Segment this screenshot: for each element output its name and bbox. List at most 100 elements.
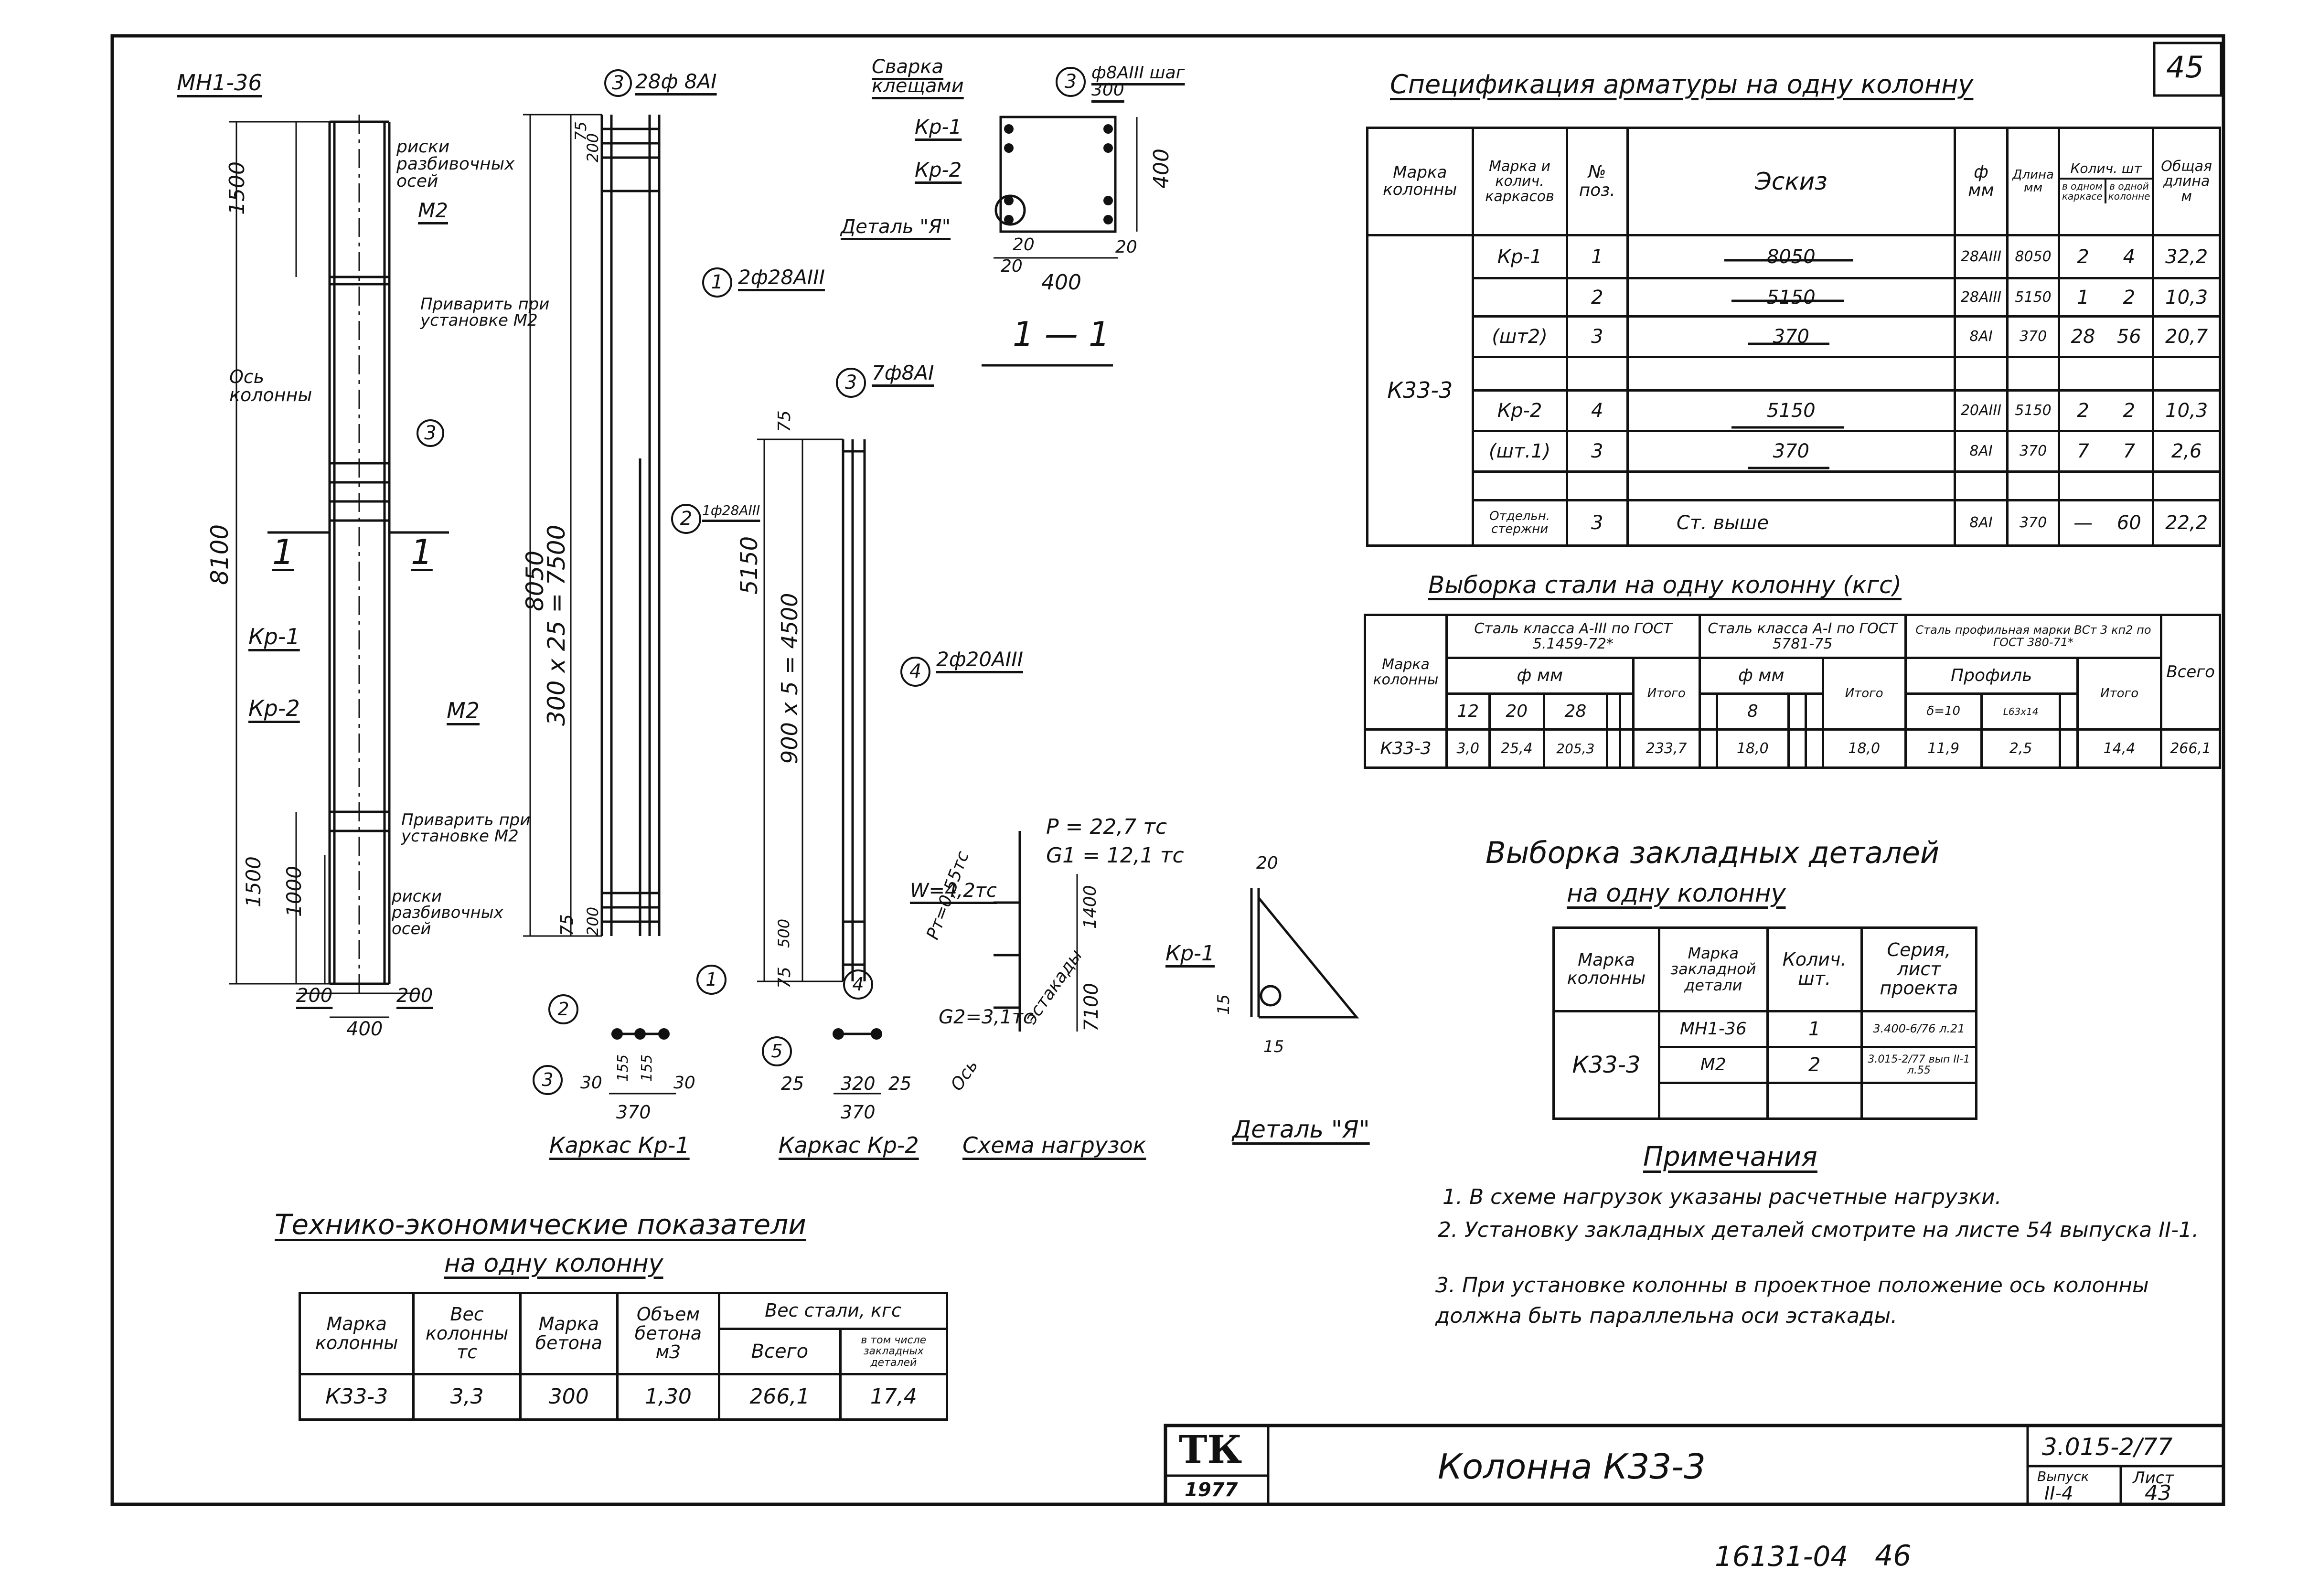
spec-r2-len: 370: [2006, 315, 2060, 358]
dim-400-column: 400: [346, 1018, 383, 1040]
spec-h-col-mark: Марка колонны: [1366, 127, 1474, 236]
spec-h-total: Общая длина м: [2152, 127, 2221, 236]
load-dim-1400: 1400: [1080, 885, 1100, 929]
weld-label: Сварка клещами: [872, 56, 964, 97]
kr1-dim-155-b: 155: [639, 1054, 655, 1082]
load-p: P = 22,7 тс: [1046, 815, 1167, 839]
steel-h-total-1: Итого: [1632, 657, 1701, 731]
emb-r1-series: 3.015-2/77 вып II-1 л.55: [1860, 1046, 1978, 1084]
emb-h-qty: Колич. шт.: [1766, 926, 1863, 1012]
detail-dim-15-a: 15: [1214, 994, 1233, 1015]
spec-r3-len: [2006, 356, 2060, 392]
callout-1-kr1: 1: [702, 267, 732, 298]
dim-75-bottom-kr2: 75: [775, 967, 794, 989]
spec-r6-sketch: [1626, 470, 1956, 501]
spec-col-mark: К33-3: [1366, 234, 1474, 547]
kr2-callout-4: 4: [843, 969, 873, 1000]
emb-r1-qty: 2: [1766, 1046, 1863, 1084]
note-3: 3. При установке колонны в проектное пол…: [1435, 1273, 2149, 1328]
callout-4-kr2-text: 2ф20АIII: [936, 648, 1023, 671]
dim-kr1-spacing: 300 x 25 = 7500: [543, 524, 570, 726]
title-series: 3.015-2/77: [2042, 1433, 2173, 1461]
section-kr2-label: Кр-2: [915, 158, 962, 181]
tech-weight: 3,3: [412, 1373, 522, 1421]
spec-r1-in-frame: 1: [2077, 286, 2089, 309]
dim-400-section-bottom: 400: [1041, 270, 1081, 295]
spec-r5-pos: 3: [1565, 430, 1629, 473]
steel-h-dmm-1: ф мм: [1445, 657, 1635, 695]
callout-2-kr1: 2: [671, 504, 701, 534]
title-sheet: 43: [2145, 1481, 2171, 1505]
spec-r3-diam: [1953, 356, 2009, 392]
steel-table: Марка колонны Сталь класса А-III по ГОСТ…: [1364, 614, 2221, 769]
spec-r6-count: [2057, 470, 2155, 501]
spec-r4-len: 5150: [2006, 389, 2060, 432]
spec-r6-pos: [1565, 470, 1629, 501]
rebar-marks-label-2: риски разбивочных осей: [392, 887, 503, 938]
spec-r4-diam: 20АIII: [1953, 389, 2009, 432]
callout-3-kr1-text: 28ф 8АI: [635, 70, 717, 93]
spec-r7-sketch: Ст. выше: [1626, 499, 1956, 547]
title-h-sheet: Лист: [2133, 1468, 2174, 1488]
embedded-title-2: на одну колонну: [1567, 879, 1786, 908]
steel-p2: L63x14: [1980, 692, 2062, 731]
page-number: 45: [2166, 50, 2204, 85]
section-mark-left: 1: [272, 532, 294, 572]
spec-r5-in-col: 7: [2123, 440, 2136, 462]
spec-r4-total: 10,3: [2152, 389, 2221, 432]
title-logo: ТК: [1179, 1427, 1242, 1472]
section-mark-right: 1: [411, 532, 433, 572]
mark-embedded-top: МН1-36: [177, 70, 262, 96]
kr2-label: Кр-2: [248, 695, 300, 721]
callout-3-section: 3: [1056, 67, 1086, 97]
steel-d12: 12: [1445, 692, 1491, 731]
spec-r5-sketch: 370: [1626, 430, 1956, 473]
spec-h-count: Колич. шт: [2060, 160, 2152, 180]
spec-r0-in-col: 4: [2123, 245, 2136, 268]
tech-mark: К33-3: [298, 1373, 415, 1421]
spec-r5-total: 2,6: [2152, 430, 2221, 473]
spec-r2-frame: (шт2): [1471, 315, 1568, 358]
steel-vp2: 2,5: [1980, 728, 2062, 769]
spec-r1-sketch: 5150: [1626, 277, 1956, 318]
emb-r0-qty: 1: [1766, 1010, 1863, 1048]
steel-v12: 3,0: [1445, 728, 1491, 769]
spec-h-pos: № поз.: [1565, 127, 1629, 236]
spec-r7-in-frame: —: [2073, 512, 2093, 534]
callout-3-kr1-top: 3: [604, 69, 632, 97]
kr2-dim-25-right: 25: [888, 1073, 912, 1094]
emb-h-det: Марка закладной детали: [1658, 926, 1769, 1012]
spec-r1-diam: 28АIII: [1953, 277, 2009, 318]
spec-r5-in-frame: 7: [2077, 440, 2089, 462]
detail-title: Деталь "Я": [1232, 1116, 1370, 1143]
spec-table: Марка колонны Марка и колич. каркасов № …: [1366, 127, 2221, 547]
dim-8100: 8100: [206, 524, 234, 585]
load-g1: G1 = 12,1 тс: [1046, 843, 1184, 868]
notes-title: Примечания: [1643, 1141, 1817, 1172]
spec-r4-frame: Кр-2: [1471, 389, 1568, 432]
tech-concrete: 300: [519, 1373, 619, 1421]
spec-r6-diam: [1953, 470, 2009, 501]
spec-r5-len: 370: [2006, 430, 2060, 473]
spec-r7-len: 370: [2006, 499, 2060, 547]
title-issue: II-4: [2044, 1483, 2073, 1504]
m2-top-label: М2: [418, 199, 448, 222]
spec-r3-frame: [1471, 356, 1568, 392]
callout-3-kr2: 3: [836, 368, 866, 398]
kr1-callout-2: 2: [548, 994, 578, 1024]
steel-v20: 25,4: [1488, 728, 1545, 769]
tech-steel-all: 266,1: [718, 1373, 842, 1421]
tech-h-steel: Вес стали, кгс: [718, 1292, 948, 1330]
spec-h-frame: Марка и колич. каркасов: [1471, 127, 1568, 236]
title-h-issue: Выпуск: [2037, 1468, 2089, 1484]
spec-r0-len: 8050: [2006, 234, 2060, 279]
section-title: 1 — 1: [1013, 315, 1110, 354]
steel-h-total-3: Итого: [2076, 657, 2163, 731]
spec-r2-in-col: 56: [2116, 326, 2141, 348]
tech-table: Марка колонны Вес колонны тс Марка бетон…: [298, 1292, 949, 1421]
tech-volume: 1,30: [616, 1373, 721, 1421]
emb-r2-qty: [1766, 1082, 1863, 1120]
title-name: Колонна К33-3: [1438, 1447, 1706, 1487]
spec-r1-pos: 2: [1565, 277, 1629, 318]
